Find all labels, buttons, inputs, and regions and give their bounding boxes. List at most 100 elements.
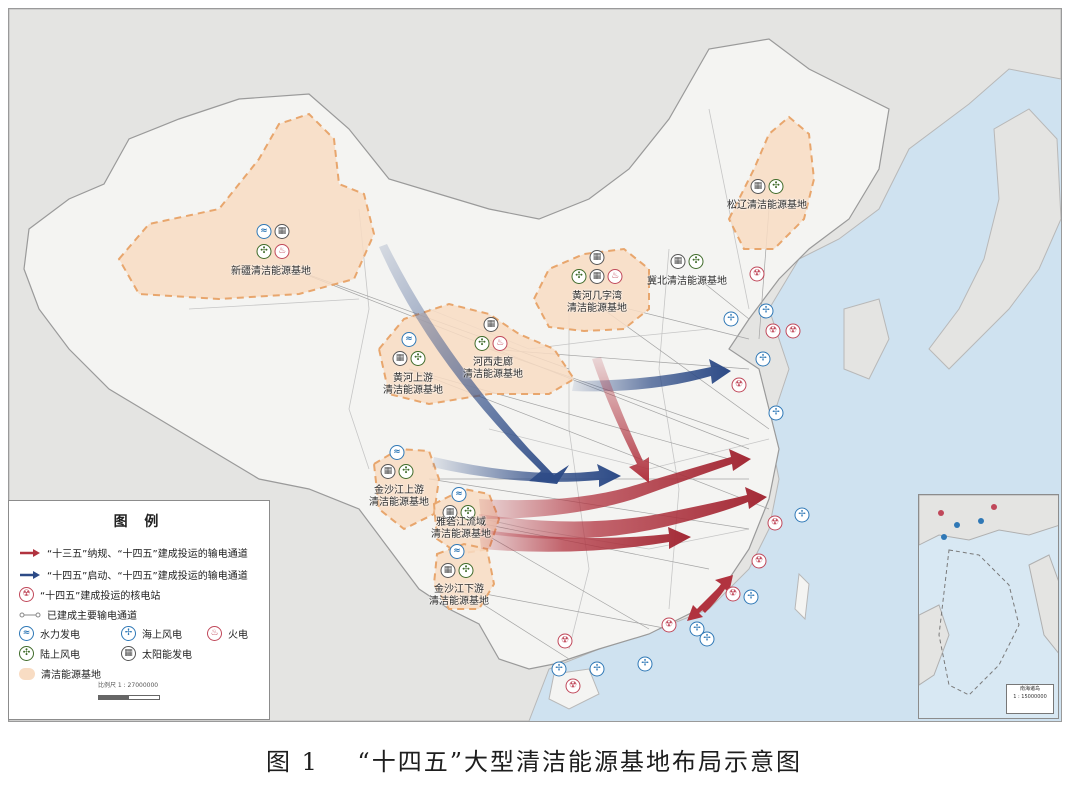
onshore-wind-icon: ✣ xyxy=(460,505,476,520)
nuclear-icon: ☢ xyxy=(751,553,767,569)
red-arrow-icon xyxy=(20,548,40,557)
legend-item-onshore-wind: ✣ 陆上风电 xyxy=(19,646,80,661)
inset-title: 南海诸岛 xyxy=(1019,686,1040,692)
yalong-icons-bottom: ▦ ✣ xyxy=(442,505,476,520)
base-region-jiziwan xyxy=(532,247,650,333)
legend-item-thermal: ♨ 火电 xyxy=(207,626,248,641)
offshore-wind-icon: ✢ xyxy=(755,351,771,367)
offshore-wind-icon: ✢ xyxy=(758,303,774,319)
base-label-songliao: 松辽清洁能源基地 xyxy=(727,200,807,211)
legend-title: 图 例 xyxy=(113,514,165,530)
blue-transmission-arrows xyxy=(379,244,731,487)
solar-icon: ▦ xyxy=(483,317,499,332)
onshore-wind-icon: ✣ xyxy=(768,179,784,194)
legend-label: 水力发电 xyxy=(40,630,80,641)
nuclear-icon: ☢ xyxy=(767,515,783,531)
scale-bar-graphic xyxy=(98,695,160,700)
offshore-wind-icon: ✢ xyxy=(699,631,715,647)
jiziwan-icons-bottom: ✣ ▦ ♨ xyxy=(571,269,623,284)
jibei-icons: ▦ ✣ xyxy=(670,254,704,269)
nuclear-icon: ☢ xyxy=(731,377,747,393)
jiziwan-icons-top: ▦ xyxy=(589,250,605,265)
red-transmission-arrows xyxy=(479,357,767,621)
legend-label: 陆上风电 xyxy=(40,650,80,661)
red-arrow-yalong-east-2 xyxy=(479,487,767,539)
base-area-swatch xyxy=(19,667,35,680)
legend-label: 太阳能发电 xyxy=(142,650,192,661)
legend-item-hydro: ≈ 水力发电 xyxy=(19,626,80,641)
onshore-wind-icon: ✣ xyxy=(398,464,414,479)
legend-label: “十三五”纳规、“十四五”建成投运的输电通道 xyxy=(47,549,248,560)
blue-arrow-hexi-east xyxy=(572,359,731,392)
legend-item-base-area: 清洁能源基地 xyxy=(19,666,101,681)
south-china-sea-inset: 南海诸岛 1 : 15000000 xyxy=(918,494,1059,719)
nuclear-icon: ☢ xyxy=(749,266,765,282)
red-arrow-yalong-east-3 xyxy=(479,527,691,552)
nuclear-icon: ☢ xyxy=(785,323,801,339)
hexi-icons-bottom: ✣ ♨ xyxy=(474,336,508,351)
scale-bar: 比例尺 1 : 27000000 xyxy=(98,680,160,700)
legend-label: “十四五”建成投运的核电站 xyxy=(40,591,161,602)
offshore-wind-icon: ✢ xyxy=(768,405,784,421)
red-arrow-yalong-east-1 xyxy=(479,449,751,519)
solar-icon: ▦ xyxy=(274,224,290,239)
songliao-icons: ▦ ✣ xyxy=(750,179,784,194)
nuclear-icon: ☢ xyxy=(557,633,573,649)
legend: 图 例 “十三五”纳规、“十四五”建成投运的输电通道 “十四五”启动、“十四五”… xyxy=(8,500,270,720)
red-arrow-coastal-back xyxy=(687,587,723,621)
base-regions xyxy=(117,112,816,610)
base-label-jibei: 冀北清洁能源基地 xyxy=(647,276,727,287)
base-label-huanghe-upper: 黄河上游 清洁能源基地 xyxy=(383,373,443,396)
legend-label: “十四五”启动、“十四五”建成投运的输电通道 xyxy=(47,571,248,582)
nuclear-icon: ☢ xyxy=(19,587,34,602)
onshore-wind-icon: ✣ xyxy=(256,244,272,259)
figure-caption: 图 1 “十四五”大型清洁能源基地布局示意图 xyxy=(266,748,802,776)
solar-icon: ▦ xyxy=(670,254,686,269)
nuclear-icon: ☢ xyxy=(565,678,581,694)
hexi-icons-top: ▦ xyxy=(483,317,499,332)
thermal-icon: ♨ xyxy=(492,336,508,351)
hydro-icon: ≈ xyxy=(449,544,465,559)
onshore-wind-icon: ✣ xyxy=(474,336,490,351)
jinsha-upper-icons-bottom: ▦ ✣ xyxy=(380,464,414,479)
base-label-hexi: 河西走廊 清洁能源基地 xyxy=(463,357,523,380)
legend-label: 海上风电 xyxy=(142,630,182,641)
japan-land xyxy=(928,108,1061,370)
solar-icon: ▦ xyxy=(440,563,456,578)
hydro-icon: ≈ xyxy=(389,445,405,460)
offshore-wind-icon: ✢ xyxy=(743,589,759,605)
jinsha-upper-icons-top: ≈ xyxy=(389,445,405,460)
legend-item-thin-line: 已建成主要输电通道 xyxy=(19,607,137,622)
korea-land xyxy=(843,298,890,380)
solar-icon: ▦ xyxy=(442,505,458,520)
legend-item-solar: ▦ 太阳能发电 xyxy=(121,646,192,661)
onshore-wind-icon: ✣ xyxy=(571,269,587,284)
onshore-wind-icon: ✣ xyxy=(688,254,704,269)
nuclear-icon: ☢ xyxy=(661,617,677,633)
hydro-icon: ≈ xyxy=(19,626,34,641)
legend-item-offshore-wind: ✢ 海上风电 xyxy=(121,626,182,641)
xinjiang-icons-bottom: ✣ ♨ xyxy=(256,244,290,259)
huanghe-upper-icons-bottom: ▦ ✣ xyxy=(392,351,426,366)
thermal-icon: ♨ xyxy=(207,626,222,641)
onshore-wind-icon: ✣ xyxy=(458,563,474,578)
legend-item-red-arrow: “十三五”纳规、“十四五”建成投运的输电通道 xyxy=(19,545,248,560)
red-arrow-jiziwan-south xyxy=(592,357,649,483)
nuclear-icon: ☢ xyxy=(765,323,781,339)
yalong-icons-top: ≈ xyxy=(451,487,467,502)
inset-label: 南海诸岛 1 : 15000000 xyxy=(1006,684,1054,714)
solar-icon: ▦ xyxy=(392,351,408,366)
offshore-wind-icon: ✢ xyxy=(794,507,810,523)
base-label-jinsha-upper: 金沙江上游 清洁能源基地 xyxy=(369,485,429,508)
base-label-xinjiang: 新疆清洁能源基地 xyxy=(231,266,311,277)
taiwan-island xyxy=(794,572,810,621)
thin-line-icon xyxy=(19,612,41,617)
solar-icon: ▦ xyxy=(750,179,766,194)
scale-text: 比例尺 1 : 27000000 xyxy=(98,682,159,689)
base-label-yalong: 雅砻江流域 清洁能源基地 xyxy=(431,517,491,540)
hydro-icon: ≈ xyxy=(451,487,467,502)
offshore-wind-icon: ✢ xyxy=(589,661,605,677)
huanghe-upper-icons-top: ≈ xyxy=(401,332,417,347)
offshore-wind-icon: ✢ xyxy=(637,656,653,672)
inset-scale: 1 : 15000000 xyxy=(1013,694,1047,700)
